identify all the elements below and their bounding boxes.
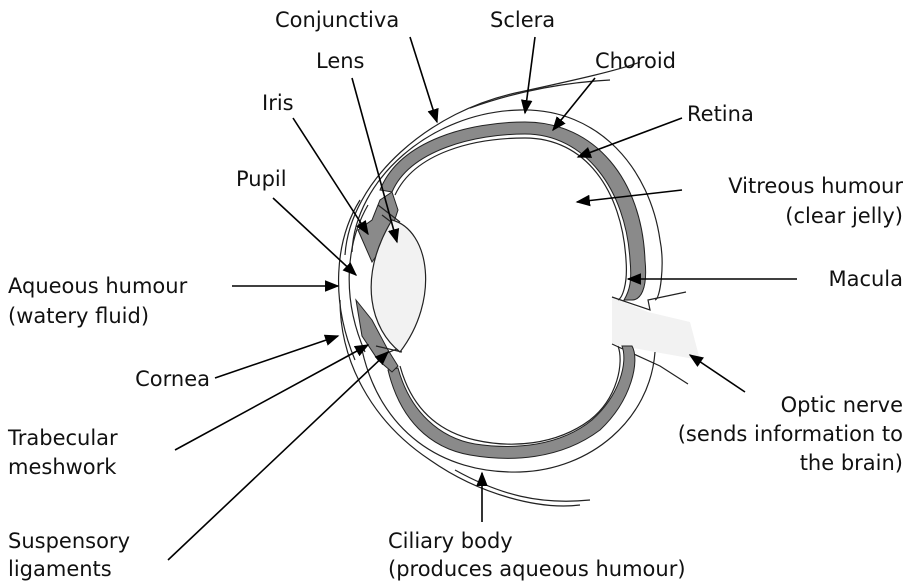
pointer-conjunctiva	[410, 37, 437, 122]
pointer-optic-nerve	[690, 355, 745, 392]
label-sclera: Sclera	[490, 8, 555, 32]
label-vitreous-line1: Vitreous humour	[728, 174, 903, 198]
label-retina: Retina	[687, 102, 754, 126]
pointer-sclera	[525, 37, 535, 113]
label-suspensory-line1: Suspensory	[8, 529, 130, 553]
labels: Conjunctiva Sclera Lens Choroid Iris Ret…	[7, 8, 903, 581]
pointer-iris	[293, 118, 368, 234]
label-iris: Iris	[262, 91, 294, 115]
label-aqueous-line2: (watery fluid)	[8, 304, 149, 328]
label-choroid: Choroid	[595, 49, 676, 73]
label-trabecular-line1: Trabecular	[7, 426, 118, 450]
pointer-retina	[578, 118, 682, 157]
label-aqueous-line1: Aqueous humour	[8, 274, 188, 298]
label-macula: Macula	[828, 267, 903, 291]
label-lens: Lens	[316, 49, 365, 73]
pointer-choroid	[553, 78, 595, 130]
label-vitreous-line2: (clear jelly)	[785, 204, 903, 228]
label-suspensory-line2: ligaments	[8, 557, 112, 581]
label-ciliary-line1: Ciliary body	[388, 529, 513, 553]
label-conjunctiva: Conjunctiva	[275, 8, 399, 32]
eyeball	[339, 62, 700, 506]
label-pupil: Pupil	[236, 167, 287, 191]
retina-outline	[395, 138, 626, 444]
label-ciliary-line2: (produces aqueous humour)	[388, 557, 686, 581]
label-cornea: Cornea	[135, 367, 210, 391]
label-optic-line3: the brain)	[800, 451, 903, 475]
label-optic-line1: Optic nerve	[781, 393, 903, 417]
label-trabecular-line2: meshwork	[8, 455, 117, 479]
pointer-pupil	[273, 198, 356, 275]
label-optic-line2: (sends information to	[678, 422, 903, 446]
